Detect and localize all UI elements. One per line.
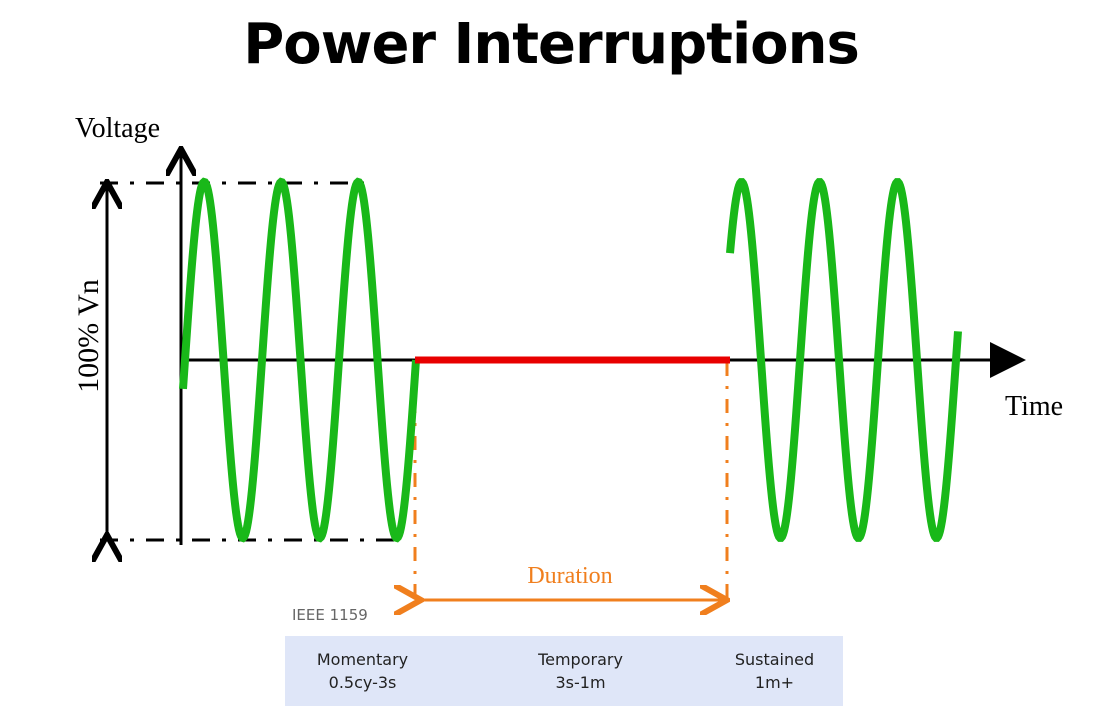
voltage-wave-before — [179, 177, 420, 543]
category-range: 0.5cy-3s — [328, 673, 397, 692]
category-momentary: Momentary 0.5cy-3s — [295, 648, 430, 694]
category-temporary: Temporary 3s-1m — [513, 648, 648, 694]
amplitude-label: 100% Vn — [72, 279, 105, 393]
page-title: Power Interruptions — [243, 12, 860, 77]
category-range: 1m+ — [754, 673, 795, 692]
category-name: Sustained — [734, 650, 815, 669]
category-name: Temporary — [538, 650, 623, 669]
category-sustained: Sustained 1m+ — [707, 648, 842, 694]
duration-label: Duration — [527, 563, 612, 589]
standard-label: IEEE 1159 — [292, 606, 368, 624]
category-range: 3s-1m — [555, 673, 606, 692]
classification-table: Momentary 0.5cy-3s Temporary 3s-1m Susta… — [285, 636, 843, 706]
category-name: Momentary — [316, 650, 409, 669]
x-axis-label: Time — [1005, 391, 1063, 422]
y-axis-label: Voltage — [75, 113, 160, 144]
voltage-wave-after — [726, 178, 962, 542]
